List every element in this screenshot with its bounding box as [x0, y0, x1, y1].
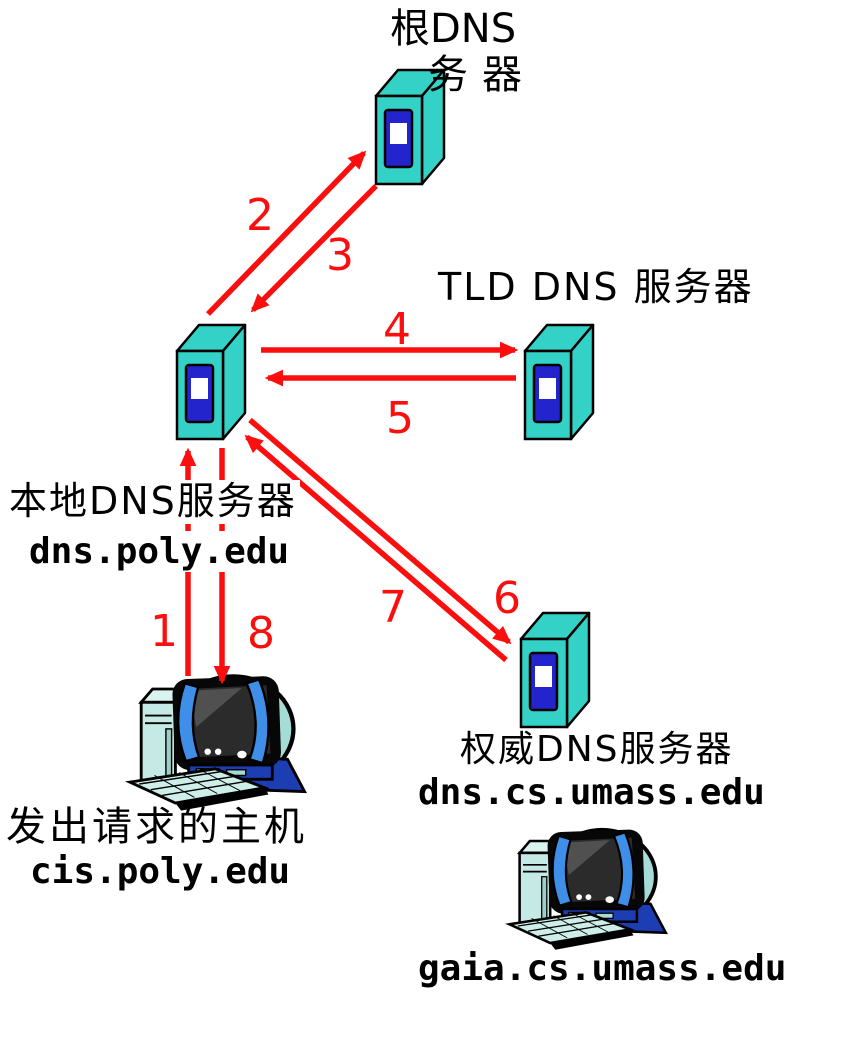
local-dns-label: 本地DNS服务器 [6, 479, 300, 524]
authoritative-dns-server-icon [519, 611, 591, 729]
requesting-host-hostname: cis.poly.edu [30, 851, 291, 892]
arrow-label-1: 1 [150, 606, 178, 657]
arrow-3-root-to-local [250, 184, 378, 313]
requesting-host-label: 发出请求的主机 [6, 804, 307, 850]
local-dns-hostname: dns.poly.edu [26, 531, 293, 573]
authoritative-dns-label: 权威DNS服务器 [460, 729, 734, 770]
arrow-7-auth-to-local [244, 434, 508, 663]
tld-dns-server-icon [523, 323, 595, 441]
arrow-label-3: 3 [326, 230, 354, 281]
root-dns-label-line2: 务器 [428, 52, 536, 98]
arrow-label-6: 6 [493, 573, 521, 624]
requesting-host-icon [130, 676, 305, 811]
root-dns-label-line1: 根DNS [390, 6, 517, 52]
answering-host-hostname: gaia.cs.umass.edu [418, 948, 787, 989]
tld-dns-label: TLD DNS 服务器 [438, 265, 754, 309]
answering-host-icon [509, 829, 665, 950]
arrow-label-8: 8 [247, 608, 275, 659]
local-dns-server-icon [175, 323, 247, 441]
arrow-2-local-to-root [206, 150, 367, 316]
arrow-label-5: 5 [386, 393, 414, 444]
arrow-label-7: 7 [379, 582, 407, 633]
arrow-label-2: 2 [246, 190, 274, 241]
arrow-6-local-to-auth [248, 417, 512, 645]
arrow-label-4: 4 [383, 304, 411, 355]
authoritative-dns-hostname: dns.cs.umass.edu [418, 772, 765, 813]
